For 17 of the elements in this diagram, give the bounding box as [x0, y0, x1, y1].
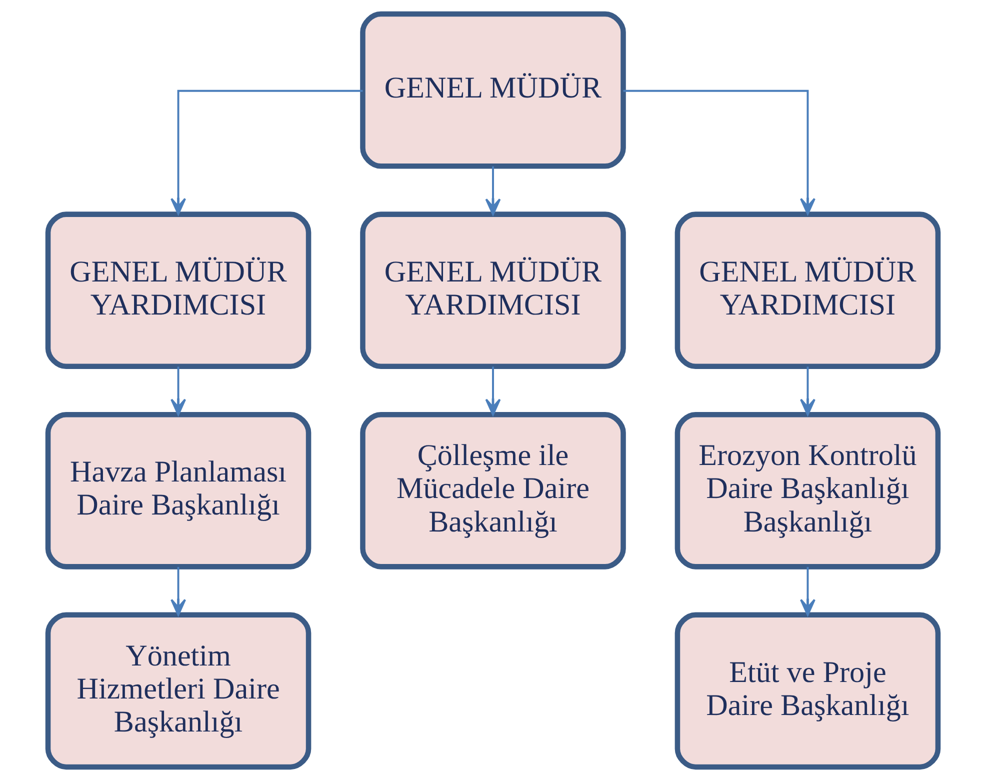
- arrow: [484, 166, 500, 216]
- arrow: [622, 90, 815, 215]
- arrow: [799, 566, 815, 616]
- node-box: Havza Planlaması Daire Başkanlığı: [44, 412, 311, 570]
- arrow: [799, 366, 815, 416]
- arrow: [484, 366, 500, 416]
- node-box: GENEL MÜDÜR: [360, 11, 626, 169]
- arrow: [170, 90, 362, 215]
- node-box: Çölleşme ile Mücadele Daire Başkanlığı: [360, 412, 626, 570]
- node-box: GENEL MÜDÜR YARDIMCISI: [44, 212, 311, 370]
- node-box: GENEL MÜDÜR YARDIMCISI: [360, 212, 626, 370]
- arrow: [170, 566, 186, 616]
- node-box: Yönetim Hizmetleri Daire Başkanlığı: [44, 612, 311, 770]
- node-box: Etüt ve Proje Daire Başkanlığı: [674, 612, 940, 770]
- arrow: [170, 366, 186, 416]
- node-box: GENEL MÜDÜR YARDIMCISI: [674, 212, 940, 370]
- node-box: Erozyon Kontrolü Daire Başkanlığı Başkanlığı: [674, 412, 940, 570]
